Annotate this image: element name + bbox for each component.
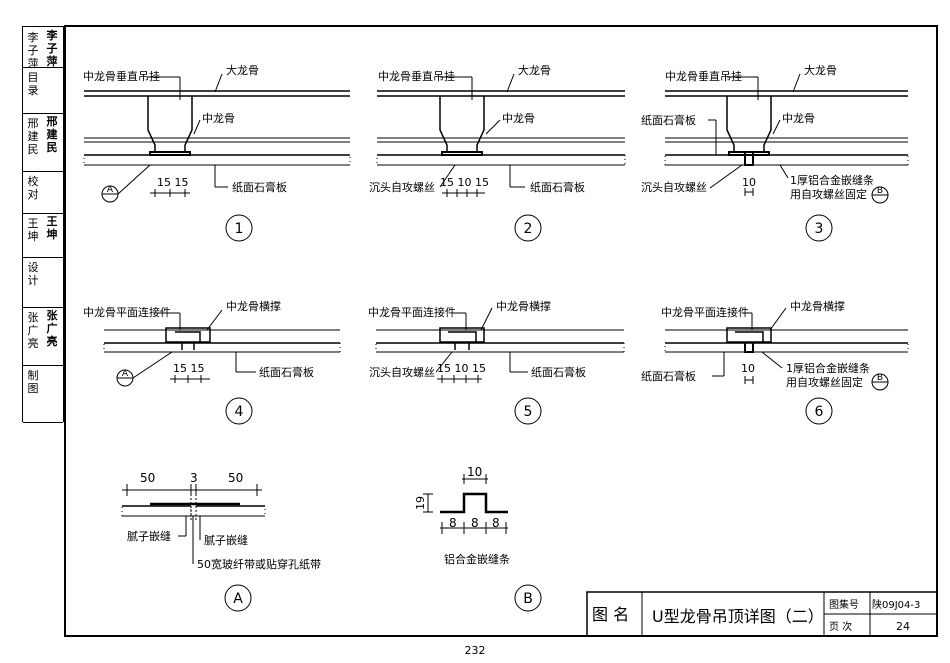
page-number: 232: [465, 644, 486, 657]
detail-b: 10 19 8 8 8 铝合金嵌缝条 B: [414, 465, 542, 612]
detail-1: 中龙骨垂直吊挂 大龙骨 中龙骨 纸面石膏板 15 15 A 1: [83, 63, 351, 242]
signature-role: 目录: [27, 71, 39, 97]
board-label: 纸面石膏板: [530, 180, 585, 194]
screw-label: 沉头自攻螺丝: [369, 180, 435, 194]
mid-keel-label: 中龙骨: [502, 112, 535, 125]
section-marker-b: B: [877, 186, 883, 196]
signature-row: 制图: [23, 365, 63, 423]
signature-mark: 邢建民: [46, 115, 58, 154]
hanger-label: 中龙骨垂直吊挂: [378, 69, 455, 83]
base-dim-3: 8: [492, 516, 500, 530]
signature-strip: 李子萍李子萍目录邢建民邢建民校对王坤王坤设计张广亮张广亮制图: [22, 26, 64, 423]
signature-row: 目录: [23, 67, 63, 114]
board-label: 纸面石膏板: [641, 113, 696, 127]
signature-row: 设计: [23, 257, 63, 308]
strip-label: 1厚铝合金嵌缝条: [786, 361, 870, 375]
signature-role: 李子萍: [27, 31, 39, 70]
connector-label: 中龙骨平面连接件: [83, 306, 171, 319]
signature-role: 王坤: [27, 217, 39, 243]
signature-mark: 张广亮: [46, 309, 58, 348]
signature-role: 校对: [27, 175, 39, 201]
base-dim-1: 8: [449, 516, 457, 530]
main-keel-label: 大龙骨: [804, 63, 837, 77]
main-keel-label: 大龙骨: [226, 63, 259, 77]
detail-number: 1: [235, 221, 244, 237]
mid-keel-label: 中龙骨: [202, 112, 235, 125]
putty-label: 腻子嵌缝: [127, 529, 171, 543]
mid-keel-label: 中龙骨: [782, 112, 815, 125]
signature-row: 王坤王坤: [23, 213, 63, 258]
signature-mark: 王坤: [46, 215, 58, 241]
title-label: 图 名: [592, 605, 629, 624]
detail-marker: A: [233, 591, 243, 607]
detail-marker: B: [523, 591, 533, 607]
signature-role: 张广亮: [27, 311, 39, 350]
strip-height: 19: [414, 496, 427, 510]
section-marker-a: A: [122, 369, 129, 379]
screw-label: 沉头自攻螺丝: [641, 180, 707, 194]
title-block: 图 名 U型龙骨吊顶详图（二） 图集号 陕09J04-3 页 次 24: [586, 591, 938, 637]
signature-mark: 李子萍: [46, 29, 58, 68]
dimension-label: 15 10 15: [440, 176, 489, 189]
signature-role: 设计: [27, 261, 39, 287]
section-marker-b: B: [877, 373, 883, 383]
brace-label: 中龙骨横撑: [226, 299, 281, 313]
signature-role: 邢建民: [27, 117, 39, 156]
signature-row: 李子萍李子萍: [23, 27, 63, 70]
board-label: 纸面石膏板: [641, 369, 696, 383]
dimension-label: 15 10 15: [437, 362, 486, 375]
dimension-label: 10: [741, 362, 755, 375]
detail-number: 2: [524, 221, 533, 237]
dimension-right: 50: [228, 471, 243, 485]
signature-role: 制图: [27, 369, 39, 395]
detail-6: 中龙骨平面连接件 中龙骨横撑 纸面石膏板 10 1厚铝合金嵌缝条 用自攻螺丝固定…: [641, 299, 909, 425]
detail-number: 5: [524, 404, 533, 420]
section-marker-a: A: [107, 185, 114, 195]
strip-fix-label: 用自攻螺丝固定: [786, 375, 863, 389]
signature-row: 张广亮张广亮: [23, 307, 63, 366]
page-label: 页 次: [829, 620, 852, 633]
detail-number: 3: [815, 221, 824, 237]
putty-label-2: 腻子嵌缝: [204, 533, 248, 547]
screw-label: 沉头自攻螺丝: [369, 365, 435, 379]
board-label: 纸面石膏板: [259, 365, 314, 379]
strip-caption: 铝合金嵌缝条: [444, 552, 510, 566]
signature-row: 邢建民邢建民: [23, 113, 63, 172]
detail-5: 中龙骨平面连接件 中龙骨横撑 纸面石膏板 沉头自攻螺丝 15 10 15 5: [368, 299, 625, 425]
board-label: 纸面石膏板: [232, 180, 287, 194]
detail-a: 50 3 50 腻子嵌缝 腻子嵌缝 50宽玻纤带或贴穿孔纸带 A: [121, 471, 321, 612]
dimension-label: 10: [742, 176, 756, 189]
dimension-label: 15 15: [157, 176, 189, 189]
atlas-number: 陕09J04-3: [872, 598, 920, 611]
hanger-label: 中龙骨垂直吊挂: [665, 69, 742, 83]
detail-number: 6: [815, 404, 824, 420]
drawing-frame: [64, 25, 938, 637]
signature-row: 校对: [23, 171, 63, 214]
main-keel-label: 大龙骨: [518, 63, 551, 77]
brace-label: 中龙骨横撑: [790, 299, 845, 313]
dimension-gap: 3: [190, 471, 198, 485]
dimension-label: 15 15: [173, 362, 205, 375]
dimension-left: 50: [140, 471, 155, 485]
board-label: 纸面石膏板: [531, 365, 586, 379]
page-value: 24: [896, 620, 910, 633]
brace-label: 中龙骨横撑: [496, 299, 551, 313]
hanger-label: 中龙骨垂直吊挂: [83, 69, 160, 83]
detail-3: 中龙骨垂直吊挂 大龙骨 中龙骨 纸面石膏板 沉头自攻螺丝 10 1厚铝合金嵌缝条…: [641, 63, 909, 242]
strip-width: 10: [467, 465, 482, 479]
detail-number: 4: [235, 404, 244, 420]
detail-2: 中龙骨垂直吊挂 大龙骨 中龙骨 纸面石膏板 沉头自攻螺丝 15 10 15 2: [369, 63, 626, 242]
strip-fix-label: 用自攻螺丝固定: [790, 187, 867, 201]
tape-label: 50宽玻纤带或贴穿孔纸带: [197, 557, 321, 571]
detail-4: 中龙骨平面连接件 中龙骨横撑 纸面石膏板 15 15 A 4: [83, 299, 341, 425]
connector-label: 中龙骨平面连接件: [368, 306, 456, 319]
strip-label: 1厚铝合金嵌缝条: [790, 173, 874, 187]
atlas-label: 图集号: [829, 598, 859, 611]
base-dim-2: 8: [471, 516, 479, 530]
connector-label: 中龙骨平面连接件: [661, 306, 749, 319]
drawing-title: U型龙骨吊顶详图（二）: [652, 607, 824, 626]
